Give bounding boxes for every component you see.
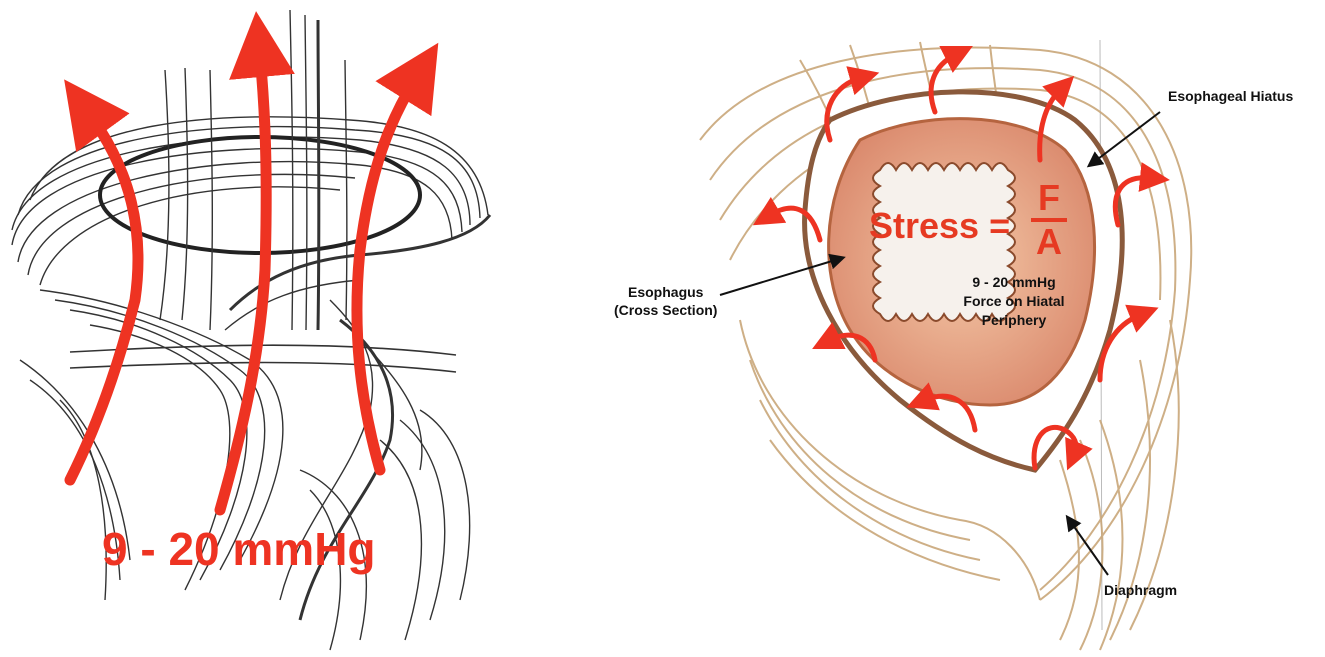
label-esophagus-line1: Esophagus [614,283,717,301]
label-diaphragm: Diaphragm [1104,582,1177,598]
pressure-arrow-left [70,115,138,480]
left-pressure-arrows [70,55,415,510]
stress-formula-prefix: Stress = [869,205,1010,247]
hiatal-force-line2: Force on Hiatal [944,292,1084,311]
pressure-arrow-right [357,80,415,470]
left-pressure-label: 9 - 20 mmHg [102,522,376,576]
pressure-arrow-center [220,55,266,510]
label-esophagus-line2: (Cross Section) [614,301,717,319]
esophagus-tube-strands [160,10,347,330]
label-esophagus: Esophagus (Cross Section) [614,283,717,319]
fraction-numerator: F [1027,180,1071,216]
hiatal-force-line1: 9 - 20 mmHg [944,273,1084,292]
stress-fraction: F A [1027,180,1071,260]
hiatus-ring-strands [12,117,488,285]
label-esophageal-hiatus: Esophageal Hiatus [1168,88,1293,104]
fraction-denominator: A [1027,224,1071,260]
hiatal-force-line3: Periphery [944,311,1084,330]
hiatal-force-note: 9 - 20 mmHg Force on Hiatal Periphery [944,273,1084,330]
